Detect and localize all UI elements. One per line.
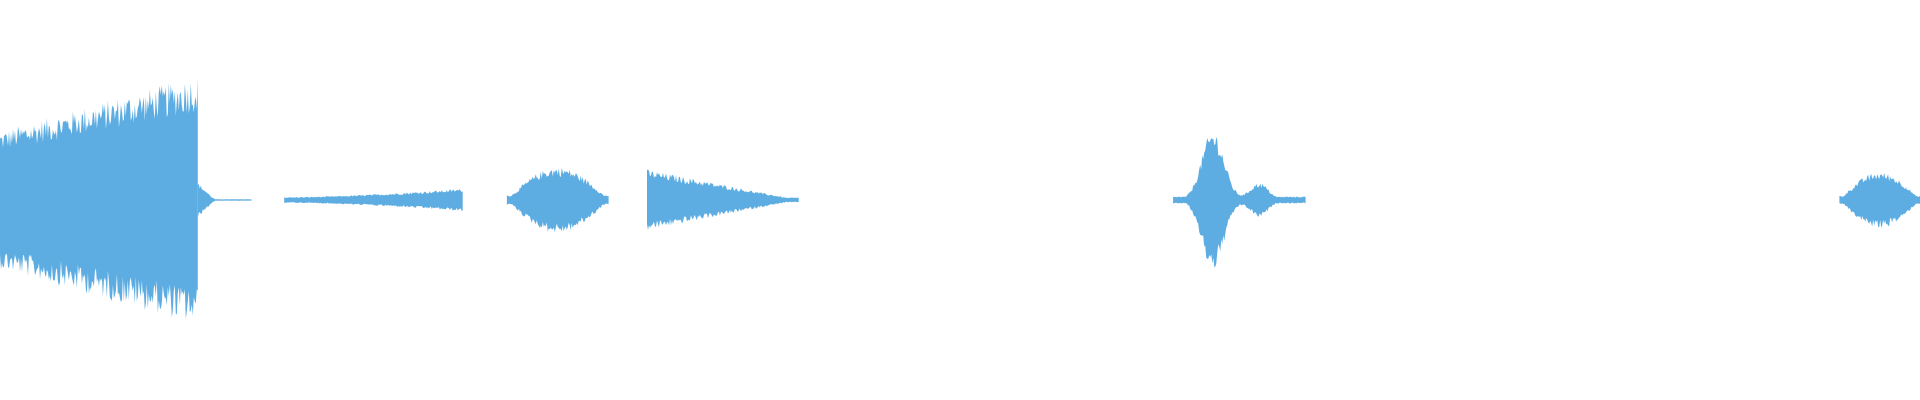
waveform-segment bbox=[647, 169, 799, 230]
waveform-segment bbox=[0, 78, 198, 319]
waveform-segment bbox=[284, 189, 463, 211]
waveform-segment bbox=[1839, 172, 1920, 228]
waveform-segment bbox=[1173, 136, 1306, 267]
waveform-segment bbox=[506, 167, 609, 233]
waveform-segment bbox=[215, 199, 252, 201]
waveform-segment bbox=[197, 184, 215, 218]
